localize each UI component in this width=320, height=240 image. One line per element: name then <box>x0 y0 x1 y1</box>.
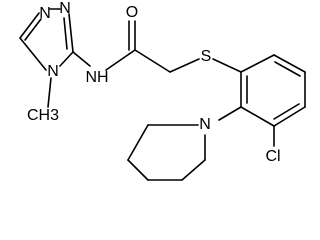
atom-n2: N <box>59 0 71 17</box>
bond-ar2-ar3-double <box>274 61 301 77</box>
bond-ar6-npip <box>218 106 242 121</box>
atom-methyl: CH3 <box>27 107 59 124</box>
structure-canvas: N N N CH3 NH O S N Cl <box>19 0 306 181</box>
bond-ar4-ar5 <box>273 106 306 127</box>
molecule-structure: N N N CH3 NH O S N Cl <box>19 0 306 181</box>
bond-c4-c5 <box>127 159 149 181</box>
atom-n4: N <box>47 63 59 80</box>
bond-c5-n1-double <box>24 18 42 41</box>
bond-n2-c3-double <box>63 17 68 50</box>
bond-ch2-s <box>169 58 200 73</box>
bond-carbonyl-ch2 <box>134 49 171 73</box>
bond-ar4-ar5-double <box>273 103 300 120</box>
bond-n2-c3 <box>68 13 74 53</box>
bond-c5-c6 <box>127 124 149 161</box>
bond-nh-carbonyl <box>105 49 136 71</box>
atom-o: O <box>126 4 138 21</box>
bond-n4-methyl <box>47 77 52 108</box>
bond-c3-n4 <box>59 51 74 67</box>
bond-ar1-ar2 <box>240 54 275 73</box>
bond-c2-c3 <box>181 159 206 181</box>
bond-ar2-ar3 <box>273 54 306 73</box>
bond-n4-c5 <box>19 37 47 71</box>
atom-n-piperidine: N <box>199 116 211 133</box>
bond-c5-n1 <box>19 12 40 39</box>
atom-nh: NH <box>85 69 108 86</box>
bond-ar5-ar6 <box>240 106 275 127</box>
atom-cl: Cl <box>265 148 280 165</box>
atom-n1: N <box>39 5 51 22</box>
atom-s: S <box>201 48 212 65</box>
bond-c3-nh <box>72 51 91 67</box>
bond-s-aryl <box>212 58 242 73</box>
